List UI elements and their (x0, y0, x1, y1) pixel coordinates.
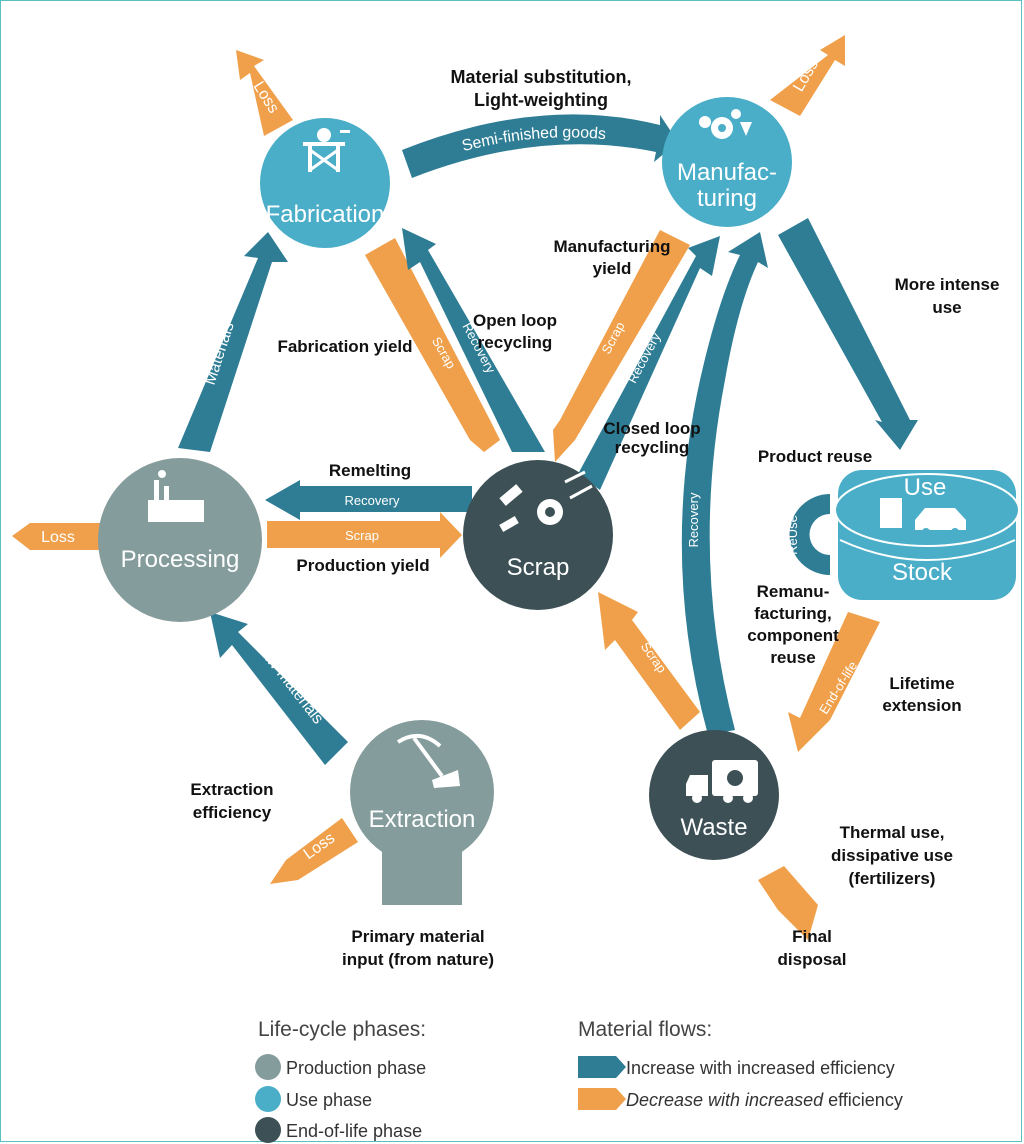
label-primary-1: Primary material (351, 927, 484, 946)
label-lifetime-2: extension (882, 696, 961, 715)
label-remelting: Remelting (329, 461, 411, 480)
truck-recycle-icon (686, 760, 758, 803)
legend-decrease-swatch (578, 1088, 626, 1110)
label-man-yield-1: Manufacturing (553, 237, 670, 256)
label-production-yield: Production yield (296, 556, 429, 575)
use-stock-node: Use Stock (834, 470, 1020, 600)
legend-use-swatch (255, 1086, 281, 1112)
label-product-reuse: Product reuse (758, 447, 872, 466)
label-open-loop-1: Open loop (473, 311, 557, 330)
factory-icon (148, 470, 204, 522)
loss-arrow-processing: Loss (12, 523, 100, 550)
processing-title: Processing (121, 546, 240, 573)
raw-materials-flow: Raw materials (210, 612, 348, 765)
use-title: Use (904, 474, 947, 501)
label-reman-2: facturing, (754, 604, 831, 623)
loss-proc-label: Loss (41, 529, 75, 546)
scrap-title: Scrap (507, 554, 570, 581)
stock-title: Stock (892, 559, 953, 586)
waste-title: Waste (680, 814, 747, 841)
legend-eol: End-of-life phase (286, 1121, 422, 1141)
label-closed-loop-2: recycling (615, 438, 690, 457)
semi-finished-goods-flow: Semi-finished goods (402, 114, 678, 178)
scrap-flow-manufacturing: Scrap (553, 230, 690, 462)
processing-node: Processing (98, 458, 262, 622)
saw-icon (303, 128, 350, 172)
goods-flow: Goods (778, 218, 918, 450)
label-closed-loop-1: Closed loop (603, 419, 700, 438)
label-final-1: Final (792, 927, 832, 946)
legend: Life-cycle phases: Production phase Use … (255, 1018, 903, 1143)
recovery-flow-waste: Recovery (681, 232, 768, 735)
label-extraction-eff-2: efficiency (193, 803, 272, 822)
waste-node: Waste (649, 730, 779, 860)
scrap-flow-waste: Scrap (598, 592, 700, 730)
manufacturing-title-2: turing (697, 185, 757, 212)
label-reman-4: reuse (770, 648, 815, 667)
recovery-proc-label: Recovery (345, 493, 400, 508)
legend-decrease: Decrease with increased efficiency (626, 1090, 903, 1110)
gears-icon (699, 109, 752, 139)
scrap-proc-label: Scrap (345, 528, 379, 543)
loss-arrow-fabrication: Loss (236, 50, 293, 136)
label-thermal-2: dissipative use (831, 846, 953, 865)
label-man-yield-2: yield (593, 259, 632, 278)
reuse-loop: ReUse (785, 494, 830, 575)
legend-production-swatch (255, 1054, 281, 1080)
reuse-label: ReUse (785, 515, 800, 555)
label-primary-2: input (from nature) (342, 950, 494, 969)
label-extraction-eff-1: Extraction (190, 780, 273, 799)
manufacturing-node: Manufac- turing (662, 97, 792, 227)
legend-production: Production phase (286, 1058, 426, 1078)
pickaxe-icon (396, 734, 460, 788)
recovery-waste-label: Recovery (686, 492, 701, 547)
label-lifetime-1: Lifetime (889, 674, 954, 693)
recovery-flow-processing: Recovery (265, 480, 472, 520)
extraction-title: Extraction (369, 806, 476, 833)
materials-flow: Materials (178, 232, 288, 452)
legend-increase-swatch (578, 1056, 626, 1078)
label-thermal-1: Thermal use, (840, 823, 945, 842)
label-open-loop-2: recycling (478, 333, 553, 352)
final-disposal-arrow (758, 866, 818, 940)
legend-increase: Increase with increased efficiency (626, 1058, 895, 1078)
loss-arrow-manufacturing: Loss (770, 35, 845, 116)
label-substitution-1: Material substitution, (450, 67, 631, 87)
label-fab-yield: Fabrication yield (277, 337, 412, 356)
label-reman-1: Remanu- (757, 582, 830, 601)
label-final-2: disposal (778, 950, 847, 969)
label-thermal-3: (fertilizers) (849, 869, 936, 888)
fabrication-title: Fabrication (266, 201, 385, 228)
legend-flows-title: Material flows: (578, 1018, 712, 1041)
label-more-intense-2: use (932, 298, 961, 317)
scrap-node: Scrap (463, 460, 613, 610)
label-more-intense-1: More intense (895, 275, 1000, 294)
scrap-parts-icon (499, 470, 593, 532)
legend-phases-title: Life-cycle phases: (258, 1018, 426, 1041)
loss-arrow-extraction: Loss (270, 818, 358, 884)
building-car-icon (880, 498, 966, 536)
fabrication-node: Fabrication (260, 118, 390, 248)
manufacturing-title-1: Manufac- (677, 159, 777, 186)
label-reman-3: component (747, 626, 839, 645)
legend-use: Use phase (286, 1090, 372, 1110)
label-substitution-2: Light-weighting (474, 90, 608, 110)
extraction-node: Extraction (350, 720, 494, 905)
legend-eol-swatch (255, 1117, 281, 1143)
scrap-flow-processing: Scrap (267, 512, 462, 558)
